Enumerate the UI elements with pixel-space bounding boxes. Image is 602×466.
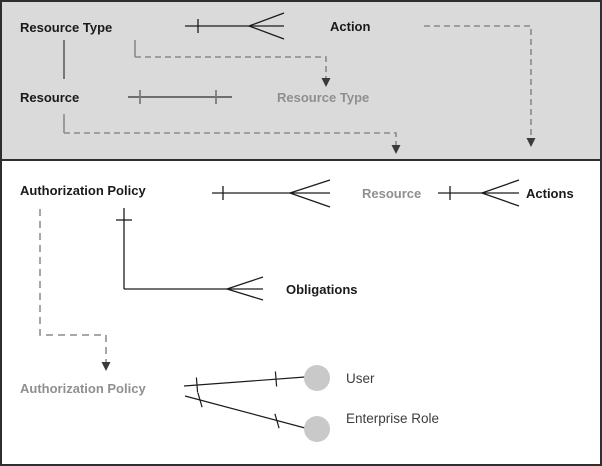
connector-authpolicy-resource: [212, 179, 331, 208]
label-action: Action: [330, 19, 371, 34]
label-obligations: Obligations: [286, 282, 358, 297]
connector-resource-resourcetype: [128, 90, 232, 104]
connector-authpolicy-enterpriserole: [184, 392, 306, 429]
label-enterprise-role: Enterprise Role: [346, 411, 440, 426]
down-arrow-icon: [101, 362, 111, 371]
connector-authpolicy-obligations: [116, 208, 264, 301]
label-actions: Actions: [526, 186, 574, 201]
label-resource: Resource: [20, 90, 80, 105]
label-resource-type-ghost: Resource Type: [277, 90, 370, 105]
enterprise-role-node-circle: [304, 416, 330, 442]
dashed-arrow-resourcetype-to-ghost: [134, 40, 331, 87]
dashed-arrow-action-down: [424, 25, 536, 147]
label-user: User: [346, 371, 375, 386]
legacy-section-panel: [0, 0, 602, 161]
down-arrow-icon: [526, 138, 536, 147]
down-arrow-icon: [391, 145, 401, 154]
label-resource-ghost: Resource: [362, 186, 422, 201]
connector-resourcetype-action: [185, 12, 285, 40]
label-authorization-policy: Authorization Policy: [20, 183, 146, 198]
label-resource-type: Resource Type: [20, 20, 113, 35]
label-authorization-policy-ghost: Authorization Policy: [20, 381, 146, 396]
down-arrow-icon: [321, 78, 331, 87]
dashed-arrow-authpolicy-to-ghost: [39, 209, 111, 371]
user-node-circle: [304, 365, 330, 391]
dashed-arrow-resource-down: [63, 114, 401, 154]
section-divider: [0, 159, 602, 161]
connector-resource-actions: [438, 179, 520, 207]
connector-authpolicy-user: [183, 371, 306, 393]
